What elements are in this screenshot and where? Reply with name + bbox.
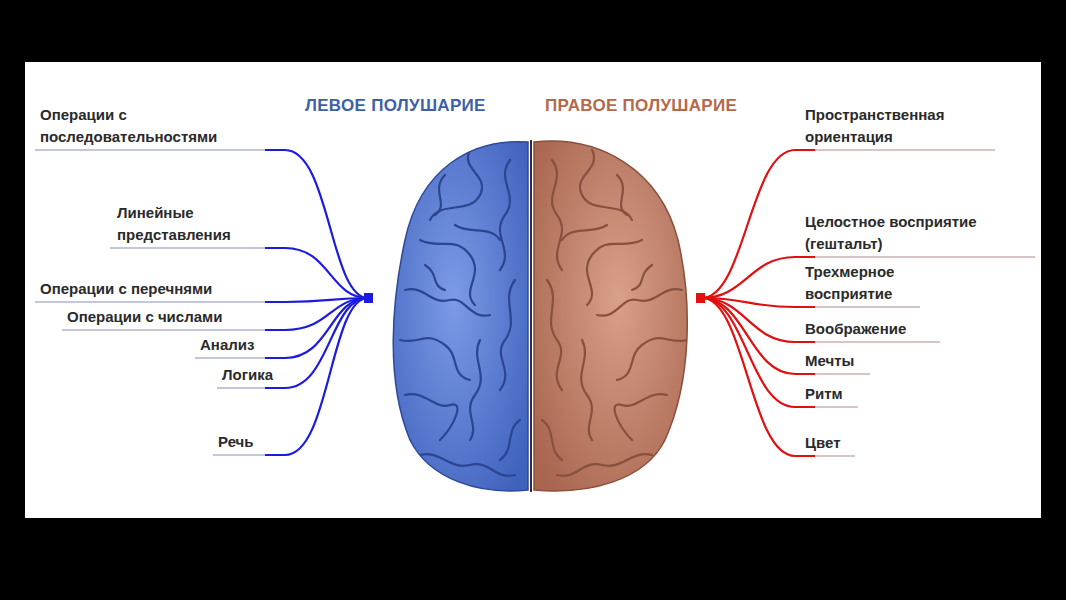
function-label: Операции с последовательностями [40, 104, 275, 148]
function-label: Логика [222, 364, 284, 386]
left-leaders [35, 150, 373, 455]
function-label: Анализ [200, 334, 280, 356]
hemisphere-heading: ЛЕВОЕ ПОЛУШАРИЕ [305, 95, 486, 117]
function-label: Ритм [805, 383, 865, 405]
right-leaders [696, 150, 1035, 456]
left-hub [364, 293, 373, 303]
function-label: Воображение [805, 318, 940, 340]
right-gyri [542, 150, 687, 476]
function-label: Линейные представления [117, 202, 277, 246]
function-label: Речь [218, 431, 278, 453]
right-hub [696, 293, 705, 303]
right-hemisphere [534, 141, 687, 491]
function-label: Операции с перечнями [40, 278, 270, 300]
hemisphere-heading: ПРАВОЕ ПОЛУШАРИЕ [545, 95, 737, 117]
function-label: Целостное восприятие (гештальт) [805, 211, 1033, 255]
left-gyri [400, 150, 520, 476]
left-hemisphere [393, 142, 528, 491]
function-label: Мечты [805, 350, 875, 372]
function-label: Пространственная ориентация [805, 104, 995, 148]
function-label: Операции с числами [67, 306, 267, 328]
function-label: Трехмерное восприятие [805, 261, 925, 305]
function-label: Цвет [805, 432, 865, 454]
midline [530, 140, 532, 492]
